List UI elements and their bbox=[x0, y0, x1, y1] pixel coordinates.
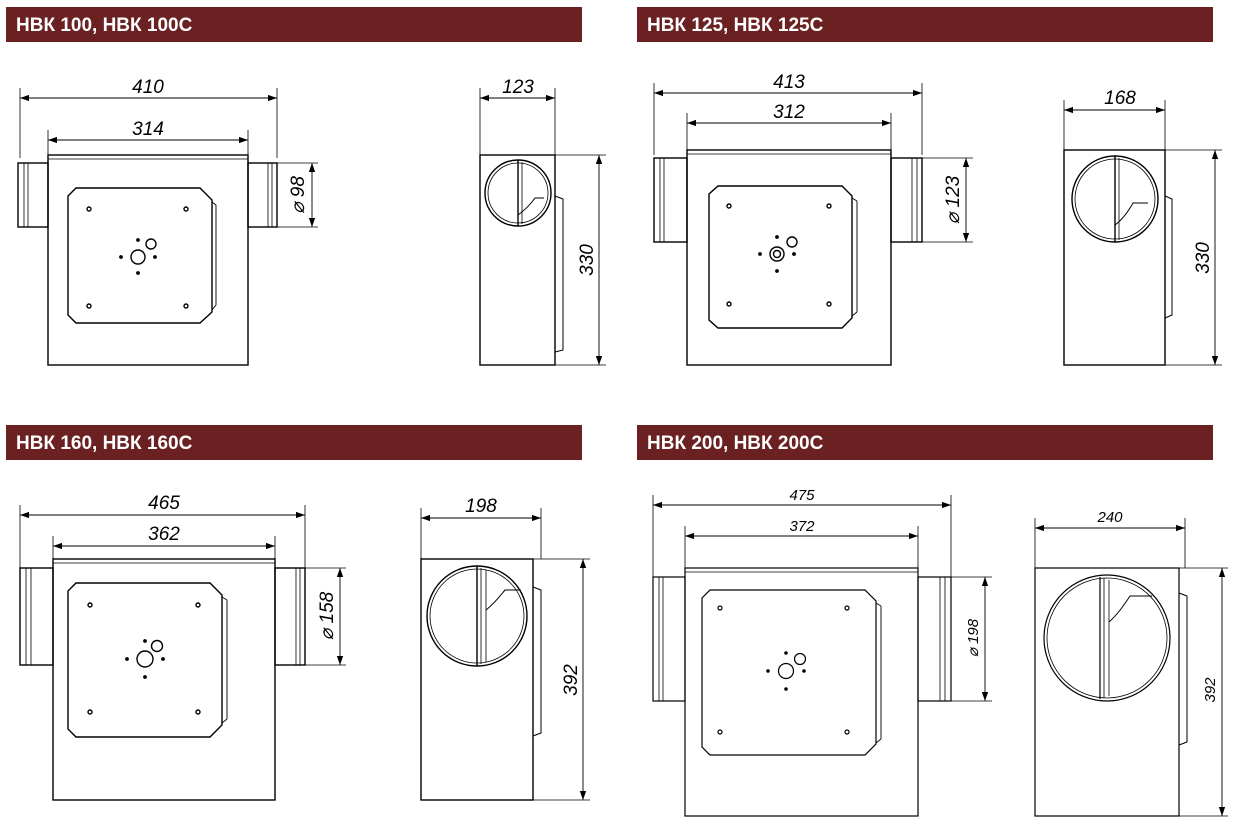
side-view-nvk-100 bbox=[479, 88, 606, 366]
front-view-nvk-125 bbox=[653, 83, 973, 366]
front-view-nvk-160 bbox=[19, 505, 346, 801]
dim-overall-width: 465 bbox=[148, 493, 180, 514]
dim-body-width: 362 bbox=[148, 524, 180, 545]
dim-side-height: 330 bbox=[577, 244, 598, 276]
dim-duct-diameter: ⌀ 98 bbox=[288, 176, 309, 214]
model-header-nvk-160: НВК 160, НВК 160С bbox=[6, 425, 582, 460]
dim-overall-width: 475 bbox=[789, 487, 815, 504]
model-header-nvk-125: НВК 125, НВК 125С bbox=[637, 7, 1213, 42]
side-view-nvk-200 bbox=[1034, 518, 1228, 817]
front-view-nvk-100 bbox=[17, 88, 318, 366]
dim-body-width: 312 bbox=[773, 102, 805, 123]
dim-side-height: 392 bbox=[1202, 677, 1219, 703]
dim-body-width: 372 bbox=[789, 518, 815, 535]
dim-body-width: 314 bbox=[132, 119, 164, 140]
dim-duct-diameter: ⌀ 123 bbox=[943, 175, 964, 224]
dim-overall-width: 413 bbox=[773, 72, 805, 93]
dim-side-height: 330 bbox=[1193, 242, 1214, 274]
front-view-nvk-200 bbox=[652, 495, 992, 817]
model-header-nvk-200: НВК 200, НВК 200С bbox=[637, 425, 1213, 460]
side-view-nvk-160 bbox=[420, 508, 590, 801]
dim-side-depth: 123 bbox=[502, 77, 534, 98]
dim-duct-diameter: ⌀ 198 bbox=[965, 618, 982, 657]
dim-side-depth: 168 bbox=[1104, 88, 1136, 109]
dim-overall-width: 410 bbox=[132, 77, 164, 98]
dim-side-height: 392 bbox=[561, 664, 582, 696]
model-header-nvk-100: НВК 100, НВК 100С bbox=[6, 7, 582, 42]
side-view-nvk-125 bbox=[1063, 100, 1222, 366]
dim-side-depth: 198 bbox=[465, 496, 497, 517]
dim-duct-diameter: ⌀ 158 bbox=[317, 591, 338, 640]
dim-side-depth: 240 bbox=[1096, 509, 1123, 526]
